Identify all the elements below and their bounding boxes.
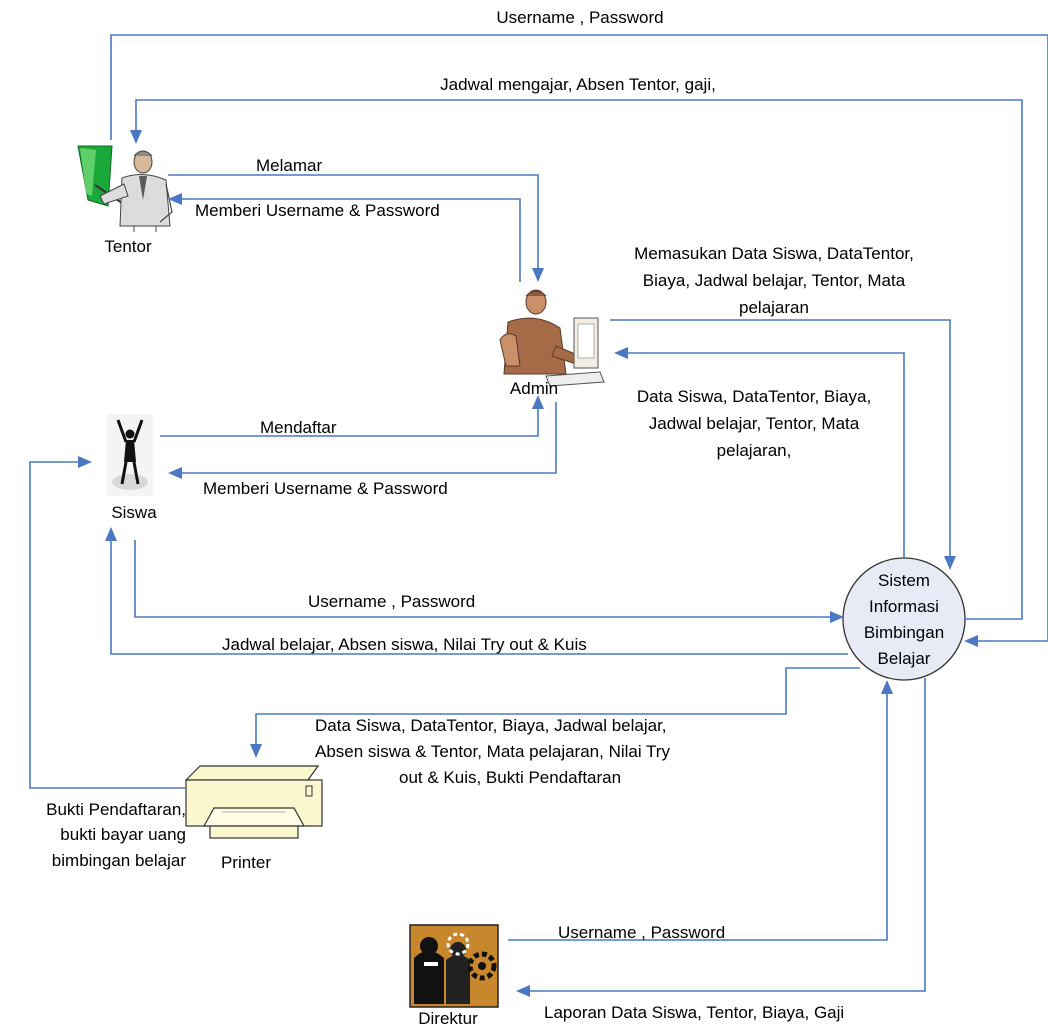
process-label-line-2: Informasi [869, 597, 939, 616]
flow-tentor-credentials: Memberi Username & Password [168, 193, 521, 282]
flow-direktur-output: Laporan Data Siswa, Tentor, Biaya, Gaji [516, 678, 926, 1022]
entity-label-siswa: Siswa [111, 503, 157, 522]
flow-label-siswa-login: Username , Password [308, 592, 475, 611]
flow-label-tentor-credentials: Memberi Username & Password [195, 201, 440, 220]
flow-label-printer-output-1: Bukti Pendaftaran, [46, 800, 186, 819]
printer-icon [184, 765, 323, 839]
flow-tentor-melamar: Melamar [168, 156, 544, 282]
flow-label-printer-input-2: Absen siswa & Tentor, Mata pelajaran, Ni… [315, 742, 670, 761]
student-arms-raised-icon [107, 414, 153, 496]
flow-siswa-output: Jadwal belajar, Absen siswa, Nilai Try o… [105, 527, 848, 655]
flow-admin-output: Data Siswa, DataTentor, Biaya, Jadwal be… [614, 347, 905, 558]
flow-admin-input: Memasukan Data Siswa, DataTentor, Biaya,… [610, 244, 956, 570]
flow-label-admin-output-3: pelajaran, [717, 441, 792, 460]
flow-printer-output: Bukti Pendaftaran, bukti bayar uang bimb… [29, 456, 187, 870]
flow-label-printer-input-1: Data Siswa, DataTentor, Biaya, Jadwal be… [315, 716, 667, 735]
entity-label-direktur: Direktur [418, 1009, 478, 1028]
person-at-computer-icon [499, 289, 605, 387]
flow-label-printer-output-2: bukti bayar uang [60, 825, 186, 844]
process-label-line-3: Bimbingan [864, 623, 944, 642]
flow-label-tentor-output: Jadwal mengajar, Absen Tentor, gaji, [440, 75, 716, 94]
flow-label-tentor-login: Username , Password [496, 8, 663, 27]
flow-tentor-output: Jadwal mengajar, Absen Tentor, gaji, [130, 75, 1023, 620]
flow-siswa-credentials: Memberi Username & Password [168, 402, 557, 498]
flow-label-admin-output-2: Jadwal belajar, Tentor, Mata [649, 414, 860, 433]
process-label-line-4: Belajar [878, 649, 931, 668]
entity-label-tentor: Tentor [104, 237, 152, 256]
flow-label-admin-input-1: Memasukan Data Siswa, DataTentor, [634, 244, 914, 263]
flow-siswa-mendaftar: Mendaftar [160, 395, 544, 437]
flow-label-direktur-output: Laporan Data Siswa, Tentor, Biaya, Gaji [544, 1003, 844, 1022]
flow-printer-input: Data Siswa, DataTentor, Biaya, Jadwal be… [250, 667, 860, 787]
flow-tentor-login: Username , Password [110, 8, 1048, 647]
flow-label-admin-output-1: Data Siswa, DataTentor, Biaya, [637, 387, 871, 406]
director-gears-icon [409, 924, 499, 1008]
flow-label-printer-output-3: bimbingan belajar [52, 851, 187, 870]
flow-label-siswa-output: Jadwal belajar, Absen siswa, Nilai Try o… [222, 635, 587, 654]
teacher-pointing-at-board-icon [77, 145, 173, 232]
entity-label-printer: Printer [221, 853, 271, 872]
flow-label-printer-input-3: out & Kuis, Bukti Pendaftaran [399, 768, 621, 787]
flow-label-direktur-login: Username , Password [558, 923, 725, 942]
flow-label-admin-input-3: pelajaran [739, 298, 809, 317]
flow-label-tentor-melamar: Melamar [256, 156, 322, 175]
flow-siswa-login: Username , Password [134, 540, 844, 623]
flow-label-siswa-credentials: Memberi Username & Password [203, 479, 448, 498]
flow-direktur-login: Username , Password [508, 680, 893, 942]
entity-label-admin: Admin [510, 379, 558, 398]
process-label-line-1: Sistem [878, 571, 930, 590]
flow-label-admin-input-2: Biaya, Jadwal belajar, Tentor, Mata [643, 271, 906, 290]
flow-label-siswa-mendaftar: Mendaftar [260, 418, 337, 437]
